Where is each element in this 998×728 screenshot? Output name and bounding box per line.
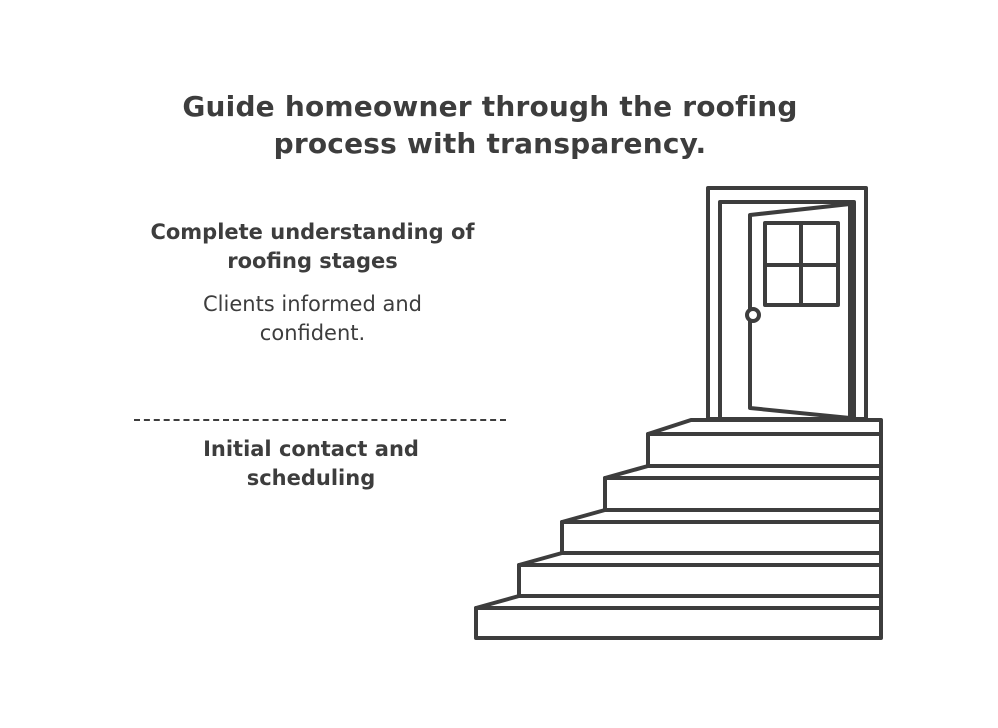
stair-step-4 xyxy=(603,476,883,512)
stair-step-2 xyxy=(517,563,883,598)
door-knob xyxy=(745,307,761,323)
start-heading: Initial contact and scheduling xyxy=(203,437,419,490)
stair-step-3 xyxy=(560,520,883,555)
goal-heading: Complete understanding of roofing stages xyxy=(150,220,475,273)
stair-step-1 xyxy=(474,606,883,640)
stair-step-5 xyxy=(646,432,883,468)
stair-tread-5 xyxy=(646,418,883,436)
open-door-icon xyxy=(706,186,868,421)
stage-divider xyxy=(134,419,506,421)
diagram-title: Guide homeowner through the roofing proc… xyxy=(182,90,798,160)
goal-description: Clients informed and confident. xyxy=(203,292,422,345)
staircase-icon xyxy=(474,418,883,640)
